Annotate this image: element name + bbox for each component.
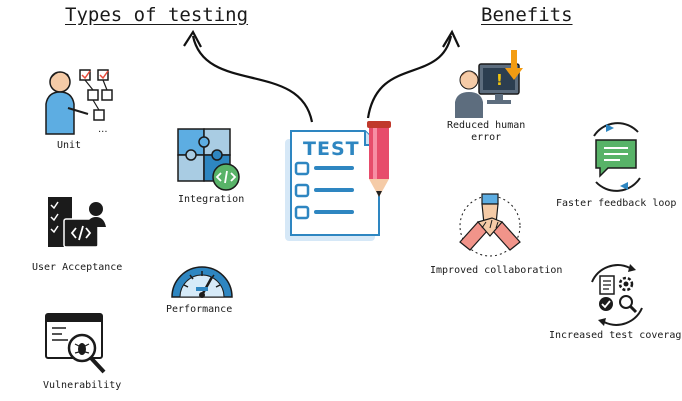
unit-label: Unit xyxy=(57,140,82,151)
feedback-loop-chat-icon xyxy=(593,122,641,192)
integration-label: Integration xyxy=(178,194,245,205)
benefits-heading: Benefits xyxy=(481,4,573,26)
user-acceptance-label: User Acceptance xyxy=(32,262,123,273)
svg-text:...: ... xyxy=(98,124,108,135)
arrow-right-head xyxy=(442,29,460,48)
vulnerability-icon xyxy=(45,313,106,374)
reduced-error-monitor-icon: ! xyxy=(455,50,523,118)
performance-label: Performance xyxy=(166,304,233,315)
user-acceptance-icon xyxy=(48,197,106,248)
arrow-right xyxy=(366,35,453,119)
arrow-left-head xyxy=(183,29,202,48)
vulnerability-label: Vulnerability xyxy=(43,380,122,391)
svg-text:!: ! xyxy=(496,71,503,89)
improved-collaboration-label: Improved collaboration xyxy=(430,265,563,276)
reduced-human-error-label: Reduced human error xyxy=(447,120,525,144)
test-coverage-icon xyxy=(591,264,643,326)
reduced-human-error-line1: Reduced human xyxy=(447,120,526,131)
faster-feedback-loop-label: Faster feedback loop xyxy=(556,198,677,209)
performance-gauge-icon xyxy=(171,266,233,298)
increased-test-coverage-label: Increased test coverage xyxy=(549,330,682,341)
test-badge: TEST xyxy=(303,138,360,160)
unit-test-person-icon: ... xyxy=(45,69,113,135)
test-document-icon xyxy=(285,121,391,241)
integration-puzzle-icon xyxy=(177,128,240,191)
arrow-left xyxy=(191,35,314,123)
types-of-testing-heading: Types of testing xyxy=(65,4,249,26)
reduced-human-error-line2: error xyxy=(471,132,502,143)
collaboration-hands-icon xyxy=(459,193,521,257)
